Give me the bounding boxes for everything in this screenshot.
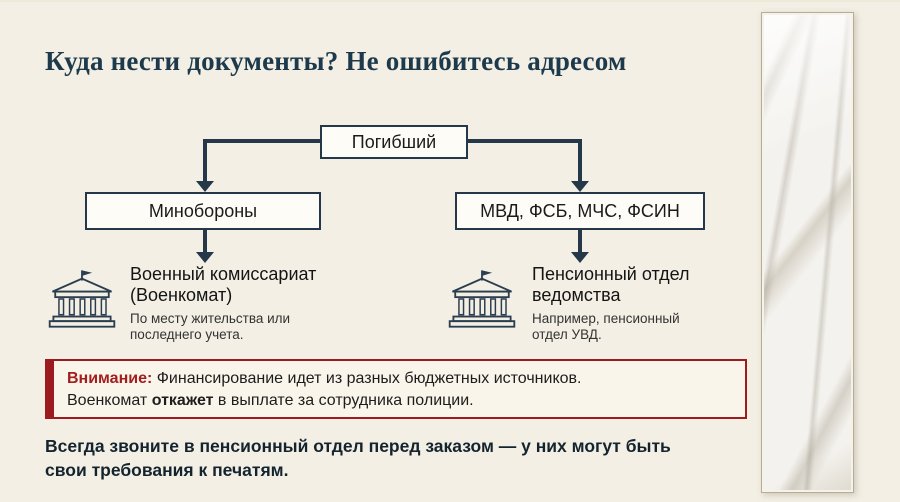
marble-column-decoration [761,12,854,493]
connector-line [578,139,582,183]
destination-defense: Военный комиссариат (Военкомат) По месту… [130,264,380,343]
connector-line [203,139,322,143]
branch-box-agencies: МВД, ФСБ, МЧС, ФСИН [455,192,705,230]
page-title: Куда нести документы? Не ошибитесь адрес… [45,46,627,76]
root-node-label: Погибший [351,131,437,152]
footer-note: Всегда звоните в пенсионный отдел перед … [45,436,671,480]
warning-accent-bar [47,361,54,417]
arrow-down-icon [571,252,589,263]
destination-pension: Пенсионный отдел ведомства Например, пен… [532,264,752,343]
destination-note: По месту жительства или последнего учета… [130,311,291,342]
government-building-icon [46,268,118,335]
arrow-down-icon [196,181,214,192]
branch-box-agencies-label: МВД, ФСБ, МЧС, ФСИН [480,200,680,221]
connector-line [203,139,207,183]
root-node-box: Погибший [320,125,468,159]
connector-line [203,230,207,254]
connector-line [466,139,582,143]
government-building-icon [446,268,518,335]
destination-note: Например, пенсионный отдел УВД. [532,311,680,342]
branch-box-defense-label: Минобороны [148,200,258,221]
connector-line [578,230,582,254]
destination-title: Пенсионный отдел ведомства [532,264,690,305]
branch-box-defense: Минобороны [85,192,321,230]
arrow-down-icon [196,252,214,263]
warning-text: Внимание: Финансирование идет из разных … [67,370,582,409]
warning-box: Внимание: Финансирование идет из разных … [45,359,747,419]
warning-label: Внимание: [67,370,153,387]
destination-title: Военный комиссариат (Военкомат) [130,264,317,305]
arrow-down-icon [571,181,589,192]
